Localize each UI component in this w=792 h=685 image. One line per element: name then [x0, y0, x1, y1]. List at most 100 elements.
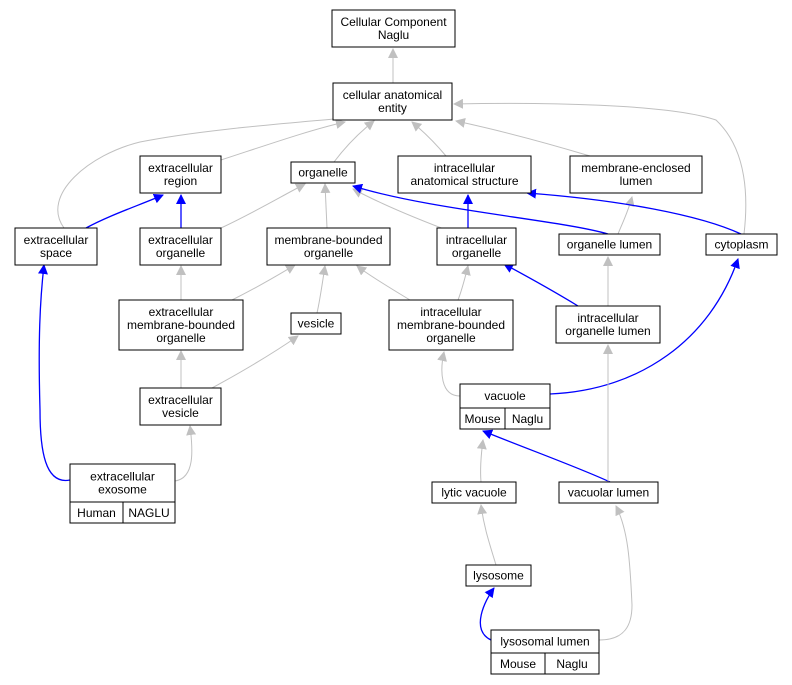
node-label-line: intracellular [577, 311, 638, 325]
node-box [290, 312, 342, 335]
edge-lytic-to-vacuole-is-a [476, 439, 487, 483]
node-label-line: lysosomal lumen [500, 635, 589, 649]
node-label-line: organelle [304, 246, 354, 260]
edge-vaclum-to-vacuole-part-of [482, 429, 611, 483]
node-label-line: organelle [156, 331, 206, 345]
node-box [431, 481, 517, 504]
node-label-line: extracellular [24, 233, 89, 247]
gene-cell [544, 652, 600, 675]
node-label-line: vacuolar lumen [568, 486, 649, 500]
node-box [290, 161, 356, 184]
node-box [139, 227, 222, 266]
node-box [139, 387, 222, 426]
edge-exspace-to-cae-is-a [57, 113, 346, 229]
node-label-line: vesicle [298, 317, 335, 331]
node-label-line: space [40, 246, 72, 260]
node-box [465, 564, 532, 587]
edge-exorg-to-org-is-a [220, 183, 306, 229]
node-label-line: organelle [156, 246, 206, 260]
edge-intorg-to-org-is-a [352, 188, 453, 233]
node-label-line: vacuole [484, 389, 526, 403]
node-label-line: lysosome [473, 569, 524, 583]
gene-cell [122, 501, 176, 524]
node-box [555, 305, 661, 344]
gene-label: Naglu [512, 412, 543, 426]
edge-exosome-to-exspace-part-of [38, 264, 71, 482]
node-lytic[interactable]: lytic vacuole [431, 481, 517, 504]
node-label-line: cellular anatomical [343, 88, 442, 102]
edge-cyto-to-ias-part-of [526, 188, 742, 235]
node-box [14, 227, 98, 266]
node-label-line: membrane-bounded [274, 233, 382, 247]
node-box [558, 481, 659, 504]
edge-cyto-to-cae-is-a [453, 98, 747, 235]
edge-vacuole-to-intmbo-is-a [437, 351, 461, 397]
node-box [331, 9, 456, 48]
gene-label: NAGLU [128, 506, 169, 520]
edge-vesicle-to-mbo-is-a [316, 265, 329, 314]
node-lysosome[interactable]: lysosome [465, 564, 532, 587]
node-label-line: membrane-bounded [127, 318, 235, 332]
gene-label: Naglu [556, 657, 587, 671]
node-box [388, 299, 514, 351]
edge-mel-to-cae-is-a [455, 117, 591, 157]
node-label-line: extracellular [90, 470, 155, 484]
edge-exreg-to-cae-is-a [220, 119, 346, 161]
node-box [558, 233, 661, 256]
node-box [118, 299, 244, 351]
node-box [436, 227, 517, 266]
node-label-line: extracellular [149, 305, 214, 319]
node-label-line: Cellular Component [340, 15, 447, 29]
edge-intorglum-to-intorg-part-of [503, 263, 579, 307]
edge-lyslum-to-lysosome-part-of [479, 587, 495, 641]
species-label: Mouse [464, 412, 500, 426]
node-label-line: vesicle [162, 406, 199, 420]
edge-orglum-to-mel-is-a [617, 196, 635, 235]
edge-ias-to-cae-is-a [411, 121, 447, 157]
node-vaclum[interactable]: vacuolar lumen [558, 481, 659, 504]
node-box [569, 155, 703, 194]
gene-cell [504, 407, 551, 430]
node-box [397, 155, 532, 194]
edge-intmbo-to-intorg-is-a [457, 265, 471, 301]
node-label-line: cytoplasm [714, 238, 768, 252]
node-label-line: entity [378, 101, 407, 115]
edge-intmbo-to-mbo-is-a [356, 265, 411, 301]
species-label: Human [77, 506, 116, 520]
node-label-line: extracellular [148, 393, 213, 407]
node-label-line: organelle [426, 331, 476, 345]
edge-org-to-cae-is-a [333, 120, 375, 163]
node-label-line: region [164, 174, 197, 188]
node-vesicle[interactable]: vesicle [290, 312, 342, 335]
node-cyto[interactable]: cytoplasm [705, 233, 778, 256]
edge-exmbo-to-mbo-is-a [231, 264, 296, 301]
node-label-line: intracellular [420, 305, 481, 319]
edge-orglum-to-org-part-of [352, 183, 609, 235]
node-label-line: organelle [298, 166, 348, 180]
node-org[interactable]: organelle [290, 161, 356, 184]
node-label-line: lumen [620, 174, 653, 188]
node-orglum[interactable]: organelle lumen [558, 233, 661, 256]
node-label-line: organelle lumen [567, 238, 652, 252]
species-label: Mouse [500, 657, 536, 671]
edge-exves-to-vesicle-is-a [211, 335, 299, 389]
node-label-line: organelle lumen [565, 324, 650, 338]
